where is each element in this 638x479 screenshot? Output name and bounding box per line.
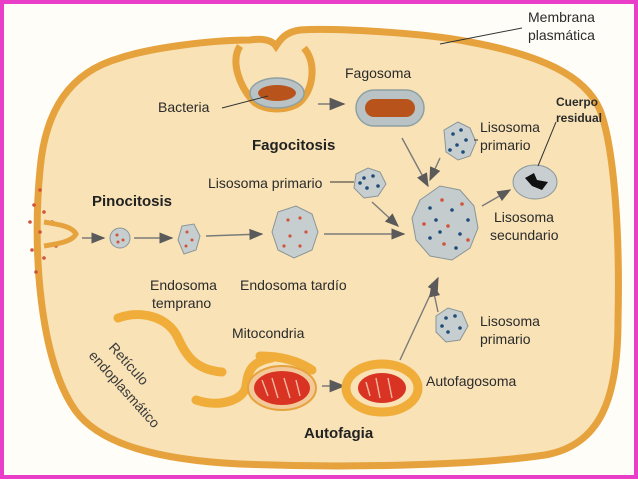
arrow-fagosoma-secundario: [401, 137, 429, 188]
arrow-lisosoma-mid-secundario: [371, 201, 400, 227]
leader-membrana: [439, 27, 523, 45]
autofagosoma-mito: [358, 373, 406, 403]
label-membrana-1: Membrana: [528, 9, 595, 25]
autofagosoma-cristae: [365, 377, 393, 399]
arrow-pino-3: [205, 228, 264, 241]
lisosoma-secundario-dots: [422, 198, 470, 250]
pinocytic-invagination: [43, 219, 79, 249]
endosoma-tardio-dots: [282, 216, 308, 248]
label-membrana-2: plasmática: [528, 27, 595, 43]
lisosoma-primario-mid: [353, 167, 387, 199]
label-bacteria: Bacteria: [158, 99, 210, 115]
label-pinocitosis: Pinocitosis: [92, 193, 172, 210]
label-endosoma-tardio: Endosoma tardío: [240, 277, 347, 293]
mitocondria-cristae: [261, 377, 301, 399]
autofagosoma-membrane: [341, 359, 423, 417]
label-fagocitosis: Fagocitosis: [252, 137, 335, 154]
label-lisosoma-secundario-1: Lisosoma: [494, 209, 554, 225]
leader-cuerpo: [537, 121, 557, 167]
arrow-secundario-residual: [481, 189, 512, 207]
endosoma-tardio: [271, 205, 319, 259]
label-lisosoma-primario-top-1: Lisosoma: [480, 119, 540, 135]
fagosoma-content: [365, 99, 415, 117]
reticulo-strand-1: [113, 310, 227, 377]
endosoma-temprano-dots: [115, 233, 125, 244]
reticulo-strand-2: [191, 353, 277, 408]
arrow-lisosoma-bottom-secundario: [429, 282, 441, 313]
lisosoma-primario-bottom-dots: [440, 314, 462, 334]
label-cuerpo-1: Cuerpo: [556, 95, 598, 109]
endosoma-temprano: [109, 227, 131, 249]
lisosoma-primario-top: [443, 121, 477, 161]
label-lisosoma-secundario-2: secundario: [490, 227, 559, 243]
label-lisosoma-primario-mid: Lisosoma primario: [208, 175, 323, 191]
label-lisosoma-primario-top-2: primario: [480, 137, 531, 153]
bacteria: [258, 85, 296, 101]
mitocondria: [254, 371, 310, 405]
lisosoma-primario-mid-dots: [358, 174, 380, 190]
lisosoma-primario-bottom: [435, 307, 469, 343]
lisosoma-primario-top-dots: [448, 128, 468, 154]
label-autofagia: Autofagia: [304, 425, 374, 442]
cuerpo-residual-debris: [525, 173, 548, 190]
label-endosoma-temprano-1: Endosoma: [150, 277, 217, 293]
label-cuerpo-2: residual: [556, 111, 602, 125]
label-fagosoma: Fagosoma: [345, 65, 411, 81]
arrow-lisosoma-top-secundario: [429, 157, 441, 182]
phagocytic-cup: [232, 44, 316, 113]
label-autofagosoma: Autofagosoma: [426, 373, 516, 389]
label-endosoma-temprano-2: temprano: [152, 295, 211, 311]
reticulo-strand-3: [255, 351, 317, 375]
label-mitocondria: Mitocondria: [232, 325, 305, 341]
label-lisosoma-primario-bottom-2: primario: [480, 331, 531, 347]
label-lisosoma-primario-bottom-1: Lisosoma: [480, 313, 540, 329]
endosoma-intermedio-dots: [184, 230, 194, 248]
leader-bacteria: [221, 95, 269, 109]
endosoma-intermedio: [177, 223, 201, 255]
